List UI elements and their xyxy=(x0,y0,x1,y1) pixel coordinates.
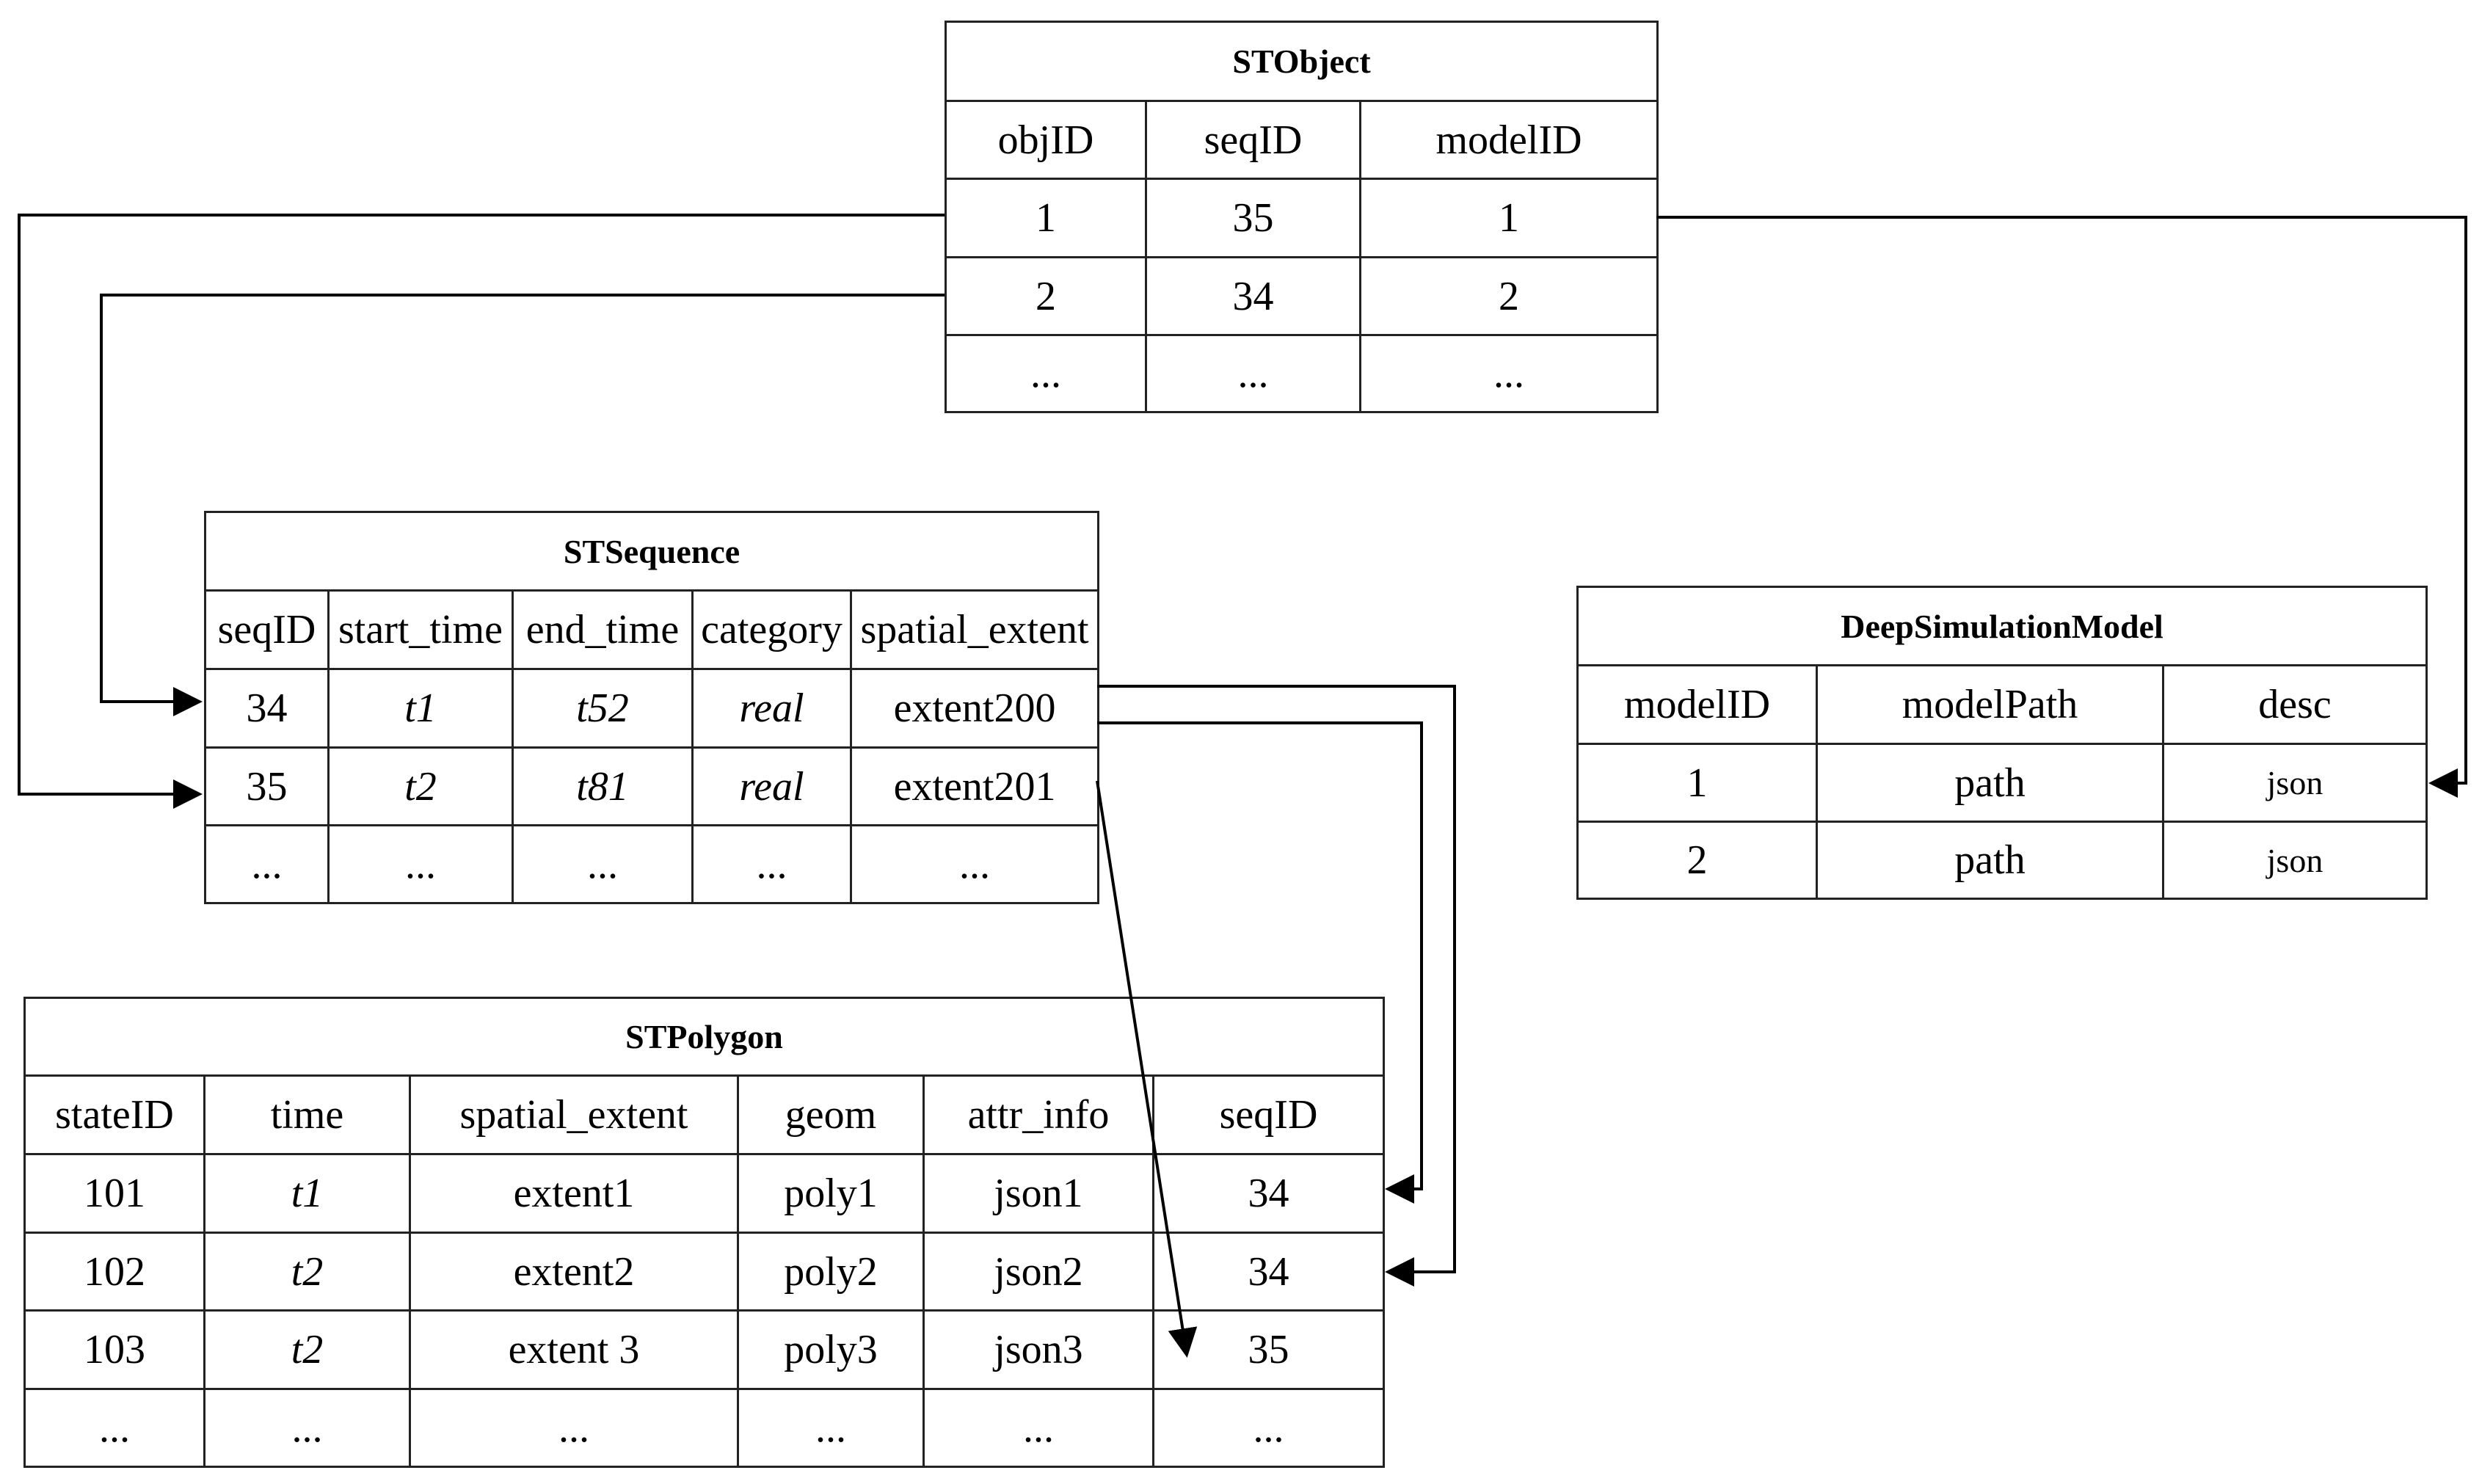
table-cell: 1 xyxy=(1576,743,1818,823)
table-cell: ... xyxy=(23,1388,205,1468)
table-cell: 2 xyxy=(1576,821,1818,900)
table-cell: extent 3 xyxy=(409,1309,739,1390)
table-row: ... ... ... ... ... ... xyxy=(23,1388,1386,1468)
table-cell: 35 xyxy=(204,746,330,826)
table-cell: t1 xyxy=(327,668,514,749)
table-cell: ... xyxy=(327,824,514,904)
table-cell: t2 xyxy=(203,1309,411,1390)
column-header: desc xyxy=(2161,664,2428,745)
table-cell: 1 xyxy=(945,178,1147,258)
table-cell: 34 xyxy=(1145,256,1361,336)
table-cell: real xyxy=(691,668,852,749)
column-header: stateID xyxy=(23,1074,205,1155)
column-header: attr_info xyxy=(922,1074,1154,1155)
table-row: ... ... ... xyxy=(945,334,1659,413)
table-row: 34 t1 t52 real extent200 xyxy=(204,668,1100,749)
table-title: STSequence xyxy=(203,511,1100,592)
column-header: seqID xyxy=(1145,100,1361,180)
table-cell: json xyxy=(2161,821,2428,900)
table-cell: ... xyxy=(409,1388,739,1468)
table-cell: 34 xyxy=(204,668,330,749)
table-cell: extent2 xyxy=(409,1232,739,1312)
table-row: 35 t2 t81 real extent201 xyxy=(204,746,1100,826)
column-header: objID xyxy=(945,100,1147,180)
table-row: 2 path json xyxy=(1576,821,2428,900)
table-cell: ... xyxy=(1145,334,1361,413)
table-cell: 35 xyxy=(1145,178,1361,258)
table-cell: t81 xyxy=(512,746,694,826)
column-header: geom xyxy=(737,1074,925,1155)
table-cell: path xyxy=(1816,821,2164,900)
column-header: modelPath xyxy=(1816,664,2164,745)
table-cell: 35 xyxy=(1151,1309,1386,1390)
table-cell: 1 xyxy=(1358,178,1659,258)
table-cell: ... xyxy=(849,824,1100,904)
table-cell: ... xyxy=(1151,1388,1386,1468)
table-cell: extent201 xyxy=(849,746,1100,826)
table-cell: ... xyxy=(203,1388,411,1468)
table-cell: poly2 xyxy=(737,1232,925,1312)
table-cell: extent1 xyxy=(409,1153,739,1234)
deepsimulationmodel-table: DeepSimulationModel modelID modelPath de… xyxy=(1576,586,2428,900)
table-title: DeepSimulationModel xyxy=(1576,586,2428,666)
table-cell: 103 xyxy=(23,1309,205,1390)
column-header: category xyxy=(691,589,852,670)
table-cell: json3 xyxy=(922,1309,1154,1390)
column-header: end_time xyxy=(512,589,694,670)
table-row: 1 path json xyxy=(1576,743,2428,823)
table-cell: 34 xyxy=(1151,1153,1386,1234)
column-header: modelID xyxy=(1358,100,1659,180)
table-cell: ... xyxy=(945,334,1147,413)
table-cell: ... xyxy=(691,824,852,904)
table-row: 2 34 2 xyxy=(945,256,1659,336)
table-cell: json2 xyxy=(922,1232,1154,1312)
table-cell: ... xyxy=(204,824,330,904)
table-cell: t1 xyxy=(203,1153,411,1234)
table-cell: path xyxy=(1816,743,2164,823)
table-cell: poly1 xyxy=(737,1153,925,1234)
table-row: 1 35 1 xyxy=(945,178,1659,258)
table-row: 101 t1 extent1 poly1 json1 34 xyxy=(23,1153,1386,1234)
table-title: STObject xyxy=(944,21,1659,102)
table-row: 102 t2 extent2 poly2 json2 34 xyxy=(23,1232,1386,1312)
stsequence-table: STSequence seqID start_time end_time cat… xyxy=(203,511,1100,904)
table-cell: 34 xyxy=(1151,1232,1386,1312)
table-cell: t2 xyxy=(203,1232,411,1312)
table-cell: ... xyxy=(1358,334,1659,413)
column-header: seqID xyxy=(1151,1074,1386,1155)
table-cell: json1 xyxy=(922,1153,1154,1234)
table-row: 103 t2 extent 3 poly3 json3 35 xyxy=(23,1309,1386,1390)
column-header: time xyxy=(203,1074,411,1155)
table-cell: ... xyxy=(922,1388,1154,1468)
table-cell: real xyxy=(691,746,852,826)
table-cell: 102 xyxy=(23,1232,205,1312)
column-header: spatial_extent xyxy=(849,589,1100,670)
stpolygon-table: STPolygon stateID time spatial_extent ge… xyxy=(23,997,1386,1468)
column-header: modelID xyxy=(1576,664,1818,745)
table-cell: 101 xyxy=(23,1153,205,1234)
table-title: STPolygon xyxy=(23,997,1386,1077)
table-cell: poly3 xyxy=(737,1309,925,1390)
table-cell: 2 xyxy=(1358,256,1659,336)
table-cell: t52 xyxy=(512,668,694,749)
column-header: spatial_extent xyxy=(409,1074,739,1155)
column-header: seqID xyxy=(204,589,330,670)
table-cell: ... xyxy=(512,824,694,904)
table-row: ... ... ... ... ... xyxy=(204,824,1100,904)
table-cell: t2 xyxy=(327,746,514,826)
stobject-table: STObject objID seqID modelID 1 35 1 2 34… xyxy=(944,21,1659,413)
column-header: start_time xyxy=(327,589,514,670)
table-cell: 2 xyxy=(945,256,1147,336)
table-cell: json xyxy=(2161,743,2428,823)
table-cell: ... xyxy=(737,1388,925,1468)
table-cell: extent200 xyxy=(849,668,1100,749)
